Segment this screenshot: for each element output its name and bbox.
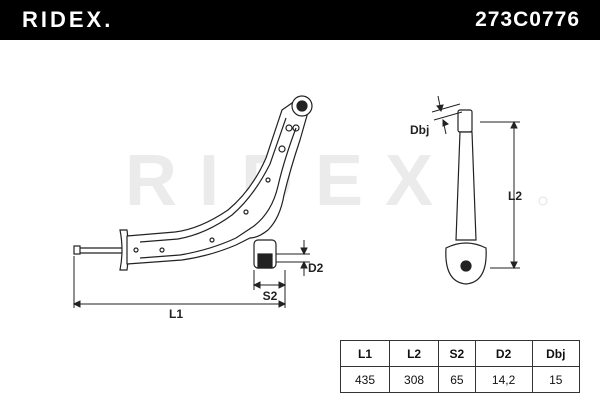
control-arm-side-view [445, 109, 487, 285]
specs-header-row: L1 L2 S2 D2 Dbj [339, 340, 580, 367]
mount-hole [292, 124, 300, 132]
value-l2: 308 [389, 366, 440, 393]
arrow-head [72, 300, 81, 308]
s2-label: S2 [263, 289, 278, 303]
arrow-head [300, 247, 308, 256]
brand-logo: RIDEX. [22, 7, 114, 32]
rivet [133, 247, 139, 253]
arrow-head [278, 281, 287, 289]
dbj-extension-top [431, 103, 461, 113]
l2-label: L2 [508, 189, 522, 203]
arrow-head [510, 261, 518, 270]
control-arm-front-view [73, 95, 313, 271]
dimension-dbj [431, 95, 463, 135]
shaft-end [73, 245, 81, 255]
rear-bushing-core [257, 253, 273, 269]
dbj-label: Dbj [410, 123, 429, 137]
arrow-head [278, 300, 287, 308]
part-number: 273C0776 [475, 8, 580, 31]
value-d2: 14,2 [474, 366, 533, 393]
specs-table: L1 L2 S2 D2 Dbj 435 308 65 14,2 15 [339, 340, 580, 393]
dbj-extension-bottom [433, 111, 463, 121]
arm-inner-edge-bottom [139, 127, 297, 259]
side-arm-body [455, 131, 477, 241]
registered-mark [538, 196, 548, 206]
watermark-logo: RIDEX [125, 141, 548, 221]
arrow-head [442, 118, 449, 127]
rivet [243, 209, 249, 215]
header-l2: L2 [389, 340, 440, 367]
header-d2: D2 [474, 340, 533, 367]
mount-hole [278, 145, 286, 153]
arrow-head [252, 281, 261, 289]
ball-joint-stud [296, 100, 308, 112]
dimension-l1 [72, 256, 287, 308]
dimension-s2 [252, 270, 287, 290]
value-dbj: 15 [531, 366, 580, 393]
mount-hole [285, 124, 293, 132]
arm-body [126, 102, 309, 265]
dimension-l2 [480, 120, 520, 270]
value-l1: 435 [339, 366, 391, 393]
header-bar: RIDEX. 273C0776 [0, 0, 600, 40]
value-s2: 65 [438, 366, 476, 393]
arm-inner-edge-top [139, 117, 287, 243]
header-l1: L1 [339, 340, 391, 367]
l1-label: L1 [169, 307, 183, 321]
side-bushing-bolt [460, 260, 472, 272]
specs-value-row: 435 308 65 14,2 15 [339, 366, 580, 393]
rivet [265, 177, 271, 183]
header-dbj: Dbj [531, 340, 580, 367]
d2-label: D2 [308, 261, 324, 275]
side-ball-joint [457, 109, 473, 133]
arrow-head [300, 260, 308, 269]
rivet [159, 247, 165, 253]
rivet [209, 237, 215, 243]
arrow-head [510, 120, 518, 129]
dimension-d2 [276, 240, 310, 276]
header-s2: S2 [438, 340, 476, 367]
arrow-head [436, 104, 444, 113]
